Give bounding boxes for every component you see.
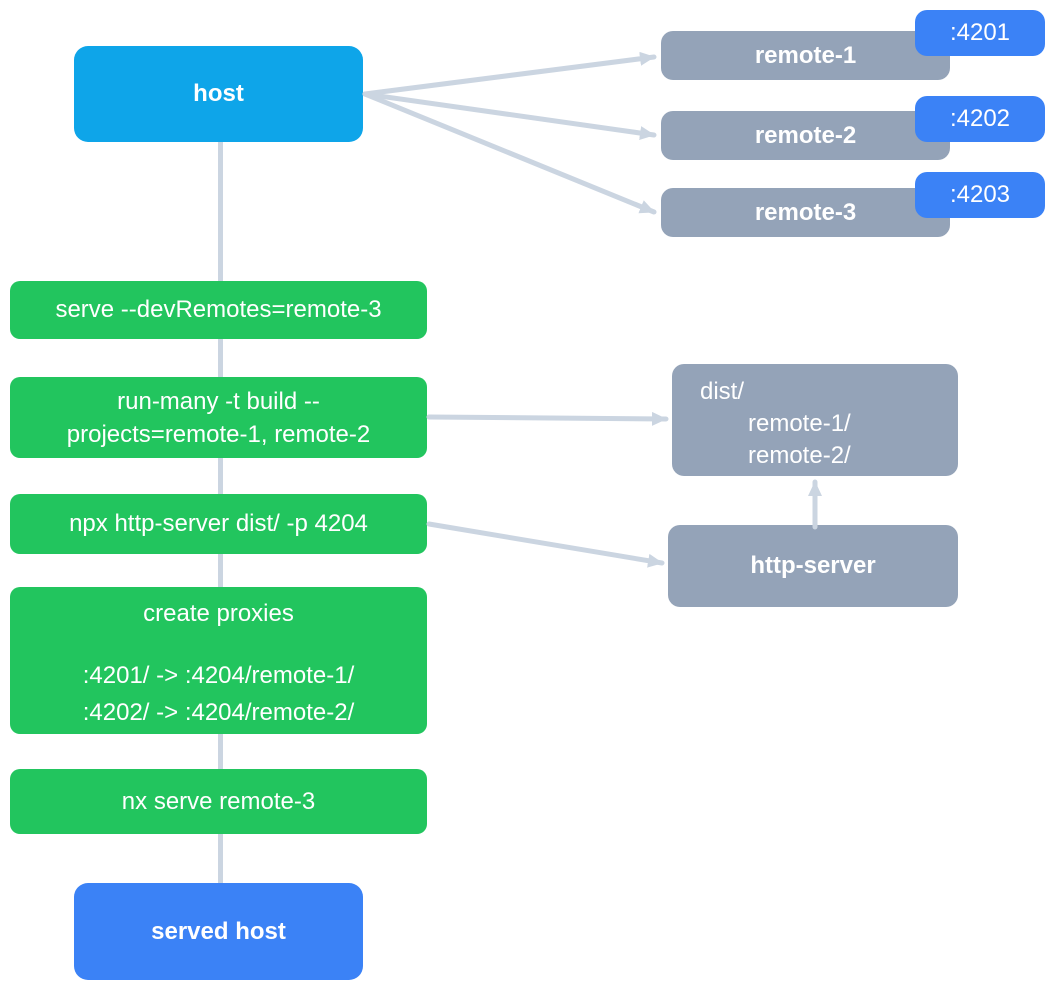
npx-http-server-label: npx http-server dist/ -p 4204 <box>69 510 368 537</box>
arrow-npx-http-server-to-http-server <box>426 521 665 568</box>
served-host-node: served host <box>74 883 363 980</box>
arrow-run-many-to-dist <box>426 411 669 426</box>
host-label: host <box>193 80 244 107</box>
proxy-mapping-4201: :4201/ -> :4204/remote-1/ <box>82 662 355 689</box>
remote-1-node: remote-1 <box>661 31 950 80</box>
served-host-label: served host <box>151 917 286 945</box>
npx-http-server-command: npx http-server dist/ -p 4204 <box>10 494 427 554</box>
port-badge-4202: :4202 <box>915 96 1045 142</box>
dist-remote-1-label: remote-1/ <box>748 410 851 437</box>
nx-serve-remote3-label: nx serve remote-3 <box>121 787 316 815</box>
run-many-command: run-many -t build -- projects=remote-1, … <box>10 377 427 458</box>
port-4202-label: :4202 <box>949 105 1011 132</box>
port-badge-4203: :4203 <box>915 172 1045 218</box>
http-server-label: http-server <box>750 552 876 579</box>
proxy-mapping-4202: :4202/ -> :4204/remote-2/ <box>82 699 355 726</box>
remote-1-label: remote-1 <box>754 41 857 69</box>
run-many-line-2: projects=remote-1, remote-2 <box>66 420 371 448</box>
dist-root-label: dist/ <box>700 378 745 405</box>
serve-dev-remotes-label: serve --devRemotes=remote-3 <box>55 296 382 323</box>
remote-2-node: remote-2 <box>661 111 950 160</box>
run-many-line-1: run-many -t build -- <box>117 387 320 415</box>
port-4201-label: :4201 <box>949 19 1011 46</box>
port-badge-4201: :4201 <box>915 10 1045 56</box>
dist-remote-2-label: remote-2/ <box>748 442 851 469</box>
remote-2-label: remote-2 <box>754 121 857 149</box>
remote-3-label: remote-3 <box>754 198 857 226</box>
nx-serve-remote3-command: nx serve remote-3 <box>10 769 427 834</box>
remote-3-node: remote-3 <box>661 188 950 237</box>
port-4203-label: :4203 <box>949 181 1011 208</box>
serve-dev-remotes-command: serve --devRemotes=remote-3 <box>10 281 427 339</box>
arrow-host-to-remote-2 <box>362 91 657 140</box>
create-proxies-title: create proxies <box>143 600 294 627</box>
arrow-host-to-remote-3 <box>362 91 657 215</box>
dist-folder-node: dist/ remote-1/ remote-2/ <box>672 364 958 476</box>
http-server-node: http-server <box>668 525 958 607</box>
create-proxies-command: create proxies :4201/ -> :4204/remote-1/… <box>10 587 427 734</box>
host-node: host <box>74 46 363 142</box>
arrow-host-to-remote-1 <box>362 51 657 97</box>
